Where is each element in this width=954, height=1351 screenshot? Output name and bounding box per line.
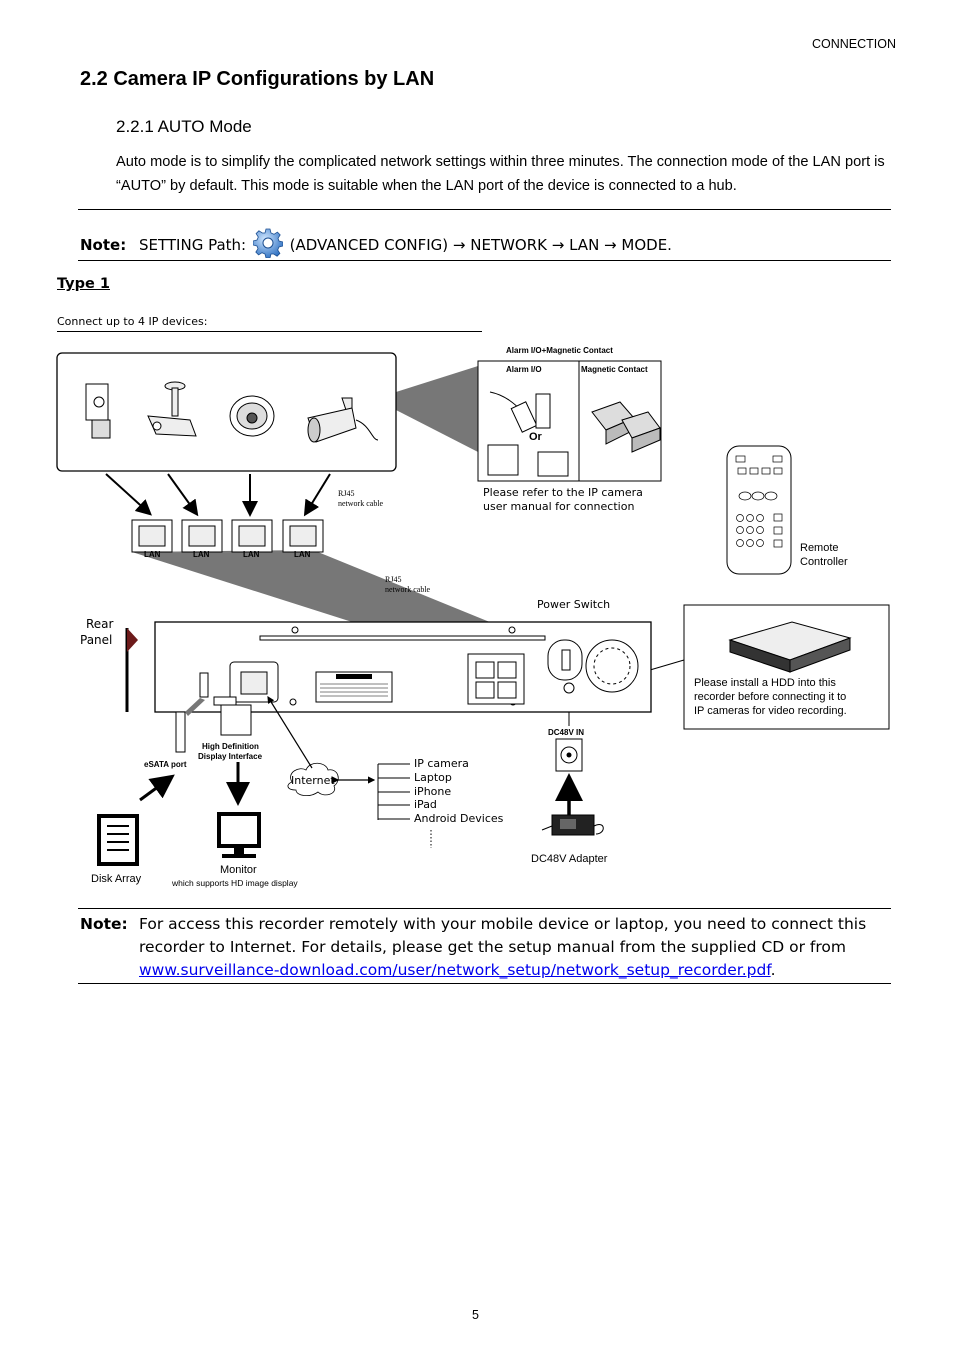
rear-panel-label-1: Rear — [86, 617, 114, 631]
dome-camera-icon — [229, 395, 275, 437]
camera-panel — [56, 352, 397, 472]
remote-access-note: Note: For access this recorder remotely … — [80, 913, 880, 982]
ceiling-camera-icon — [147, 381, 197, 437]
monitor-icon — [217, 812, 261, 858]
note2-text: For access this recorder remotely with y… — [139, 915, 867, 956]
rj45-label-1: RJ45 — [338, 489, 355, 498]
page-number: 5 — [472, 1308, 479, 1322]
type-title: Type 1 — [57, 276, 110, 292]
note2-top-rule — [78, 908, 891, 909]
power-adapter-icon — [541, 814, 604, 836]
or-label: Or — [529, 431, 542, 443]
alarm-note-line-1: Please refer to the IP camera — [483, 486, 643, 499]
device-iphone: iPhone — [414, 785, 452, 798]
note-label: Note: — [80, 236, 127, 254]
note-bottom-rule — [78, 260, 891, 261]
alarm-title: Alarm I/O+Magnetic Contact — [506, 346, 613, 355]
hdd-note-line-2: recorder before connecting it to — [694, 691, 847, 703]
lan-label-4: LAN — [294, 550, 311, 559]
device-android: Android Devices — [414, 812, 504, 825]
caption-rule — [57, 331, 482, 332]
running-header: CONNECTION — [811, 37, 896, 51]
hdmi-label-1: High Definition — [202, 742, 259, 751]
setup-manual-link[interactable]: www.surveillance-download.com/user/netwo… — [139, 961, 771, 979]
magnetic-contact-label: Magnetic Contact — [581, 365, 648, 374]
note-top-rule — [78, 209, 891, 210]
cube-camera-icon — [85, 383, 111, 439]
monitor-sublabel: which supports HD image display — [172, 878, 298, 888]
setting-path-note: Note: SETTING Path: (ADVANCED CONFIG) → … — [80, 228, 672, 259]
remote-label-1: Remote — [800, 542, 839, 554]
note2-end: . — [770, 961, 776, 979]
power-switch-label: Power Switch — [537, 598, 611, 611]
rj45-label-2: RJ45 — [385, 575, 402, 584]
disk-array-label: Disk Array — [91, 873, 142, 885]
magnetic-contact-icon — [591, 401, 661, 453]
hdd-icon — [728, 621, 852, 673]
disk-array-icon — [97, 814, 139, 866]
alarm-io-label: Alarm I/O — [506, 365, 542, 374]
adapter-label: DC48V Adapter — [531, 853, 608, 865]
device-ip-camera: IP camera — [414, 757, 469, 770]
remote-label-2: Controller — [800, 556, 848, 568]
setting-path: (ADVANCED CONFIG) → NETWORK → LAN → MODE… — [289, 236, 672, 254]
hdd-note-line-3: IP cameras for video recording. — [694, 705, 847, 717]
device-laptop: Laptop — [414, 771, 452, 784]
alarm-note-line-2: user manual for connection — [483, 500, 635, 513]
lan-label-2: LAN — [193, 550, 210, 559]
device-ipad: iPad — [414, 798, 437, 811]
lan-label-3: LAN — [243, 550, 260, 559]
hdmi-label-2: Display Interface — [198, 752, 263, 761]
hdd-note-line-1: Please install a HDD into this — [694, 677, 836, 689]
bullet-camera-icon — [307, 397, 379, 443]
section-heading: 2.2 Camera IP Configurations by LAN — [80, 68, 435, 90]
connect-caption: Connect up to 4 IP devices: — [57, 315, 208, 328]
alarm-io-icon — [487, 391, 569, 477]
lan-ports — [131, 519, 324, 553]
subsection-heading: 2.2.1 AUTO Mode — [116, 117, 252, 136]
gear-icon — [252, 228, 284, 259]
remote-controller-icon — [726, 445, 792, 575]
internet-label: Internet — [291, 774, 335, 787]
dc-in-label: DC48V IN — [548, 728, 585, 737]
setting-path-prefix: SETTING Path: — [138, 236, 247, 254]
internet-cloud-icon — [287, 762, 339, 796]
rj45-cable-label-1: network cable — [338, 499, 384, 508]
lan-label-1: LAN — [144, 550, 161, 559]
note2-label: Note: — [80, 915, 128, 933]
rj45-cable-label-2: network cable — [385, 585, 431, 594]
rear-panel-label-2: Panel — [80, 633, 113, 647]
esata-label: eSATA port — [144, 760, 187, 769]
monitor-label: Monitor — [220, 864, 257, 876]
alarm-projection — [396, 366, 478, 452]
note2-bottom-rule — [78, 983, 891, 984]
intro-paragraph: Auto mode is to simplify the complicated… — [116, 154, 885, 194]
